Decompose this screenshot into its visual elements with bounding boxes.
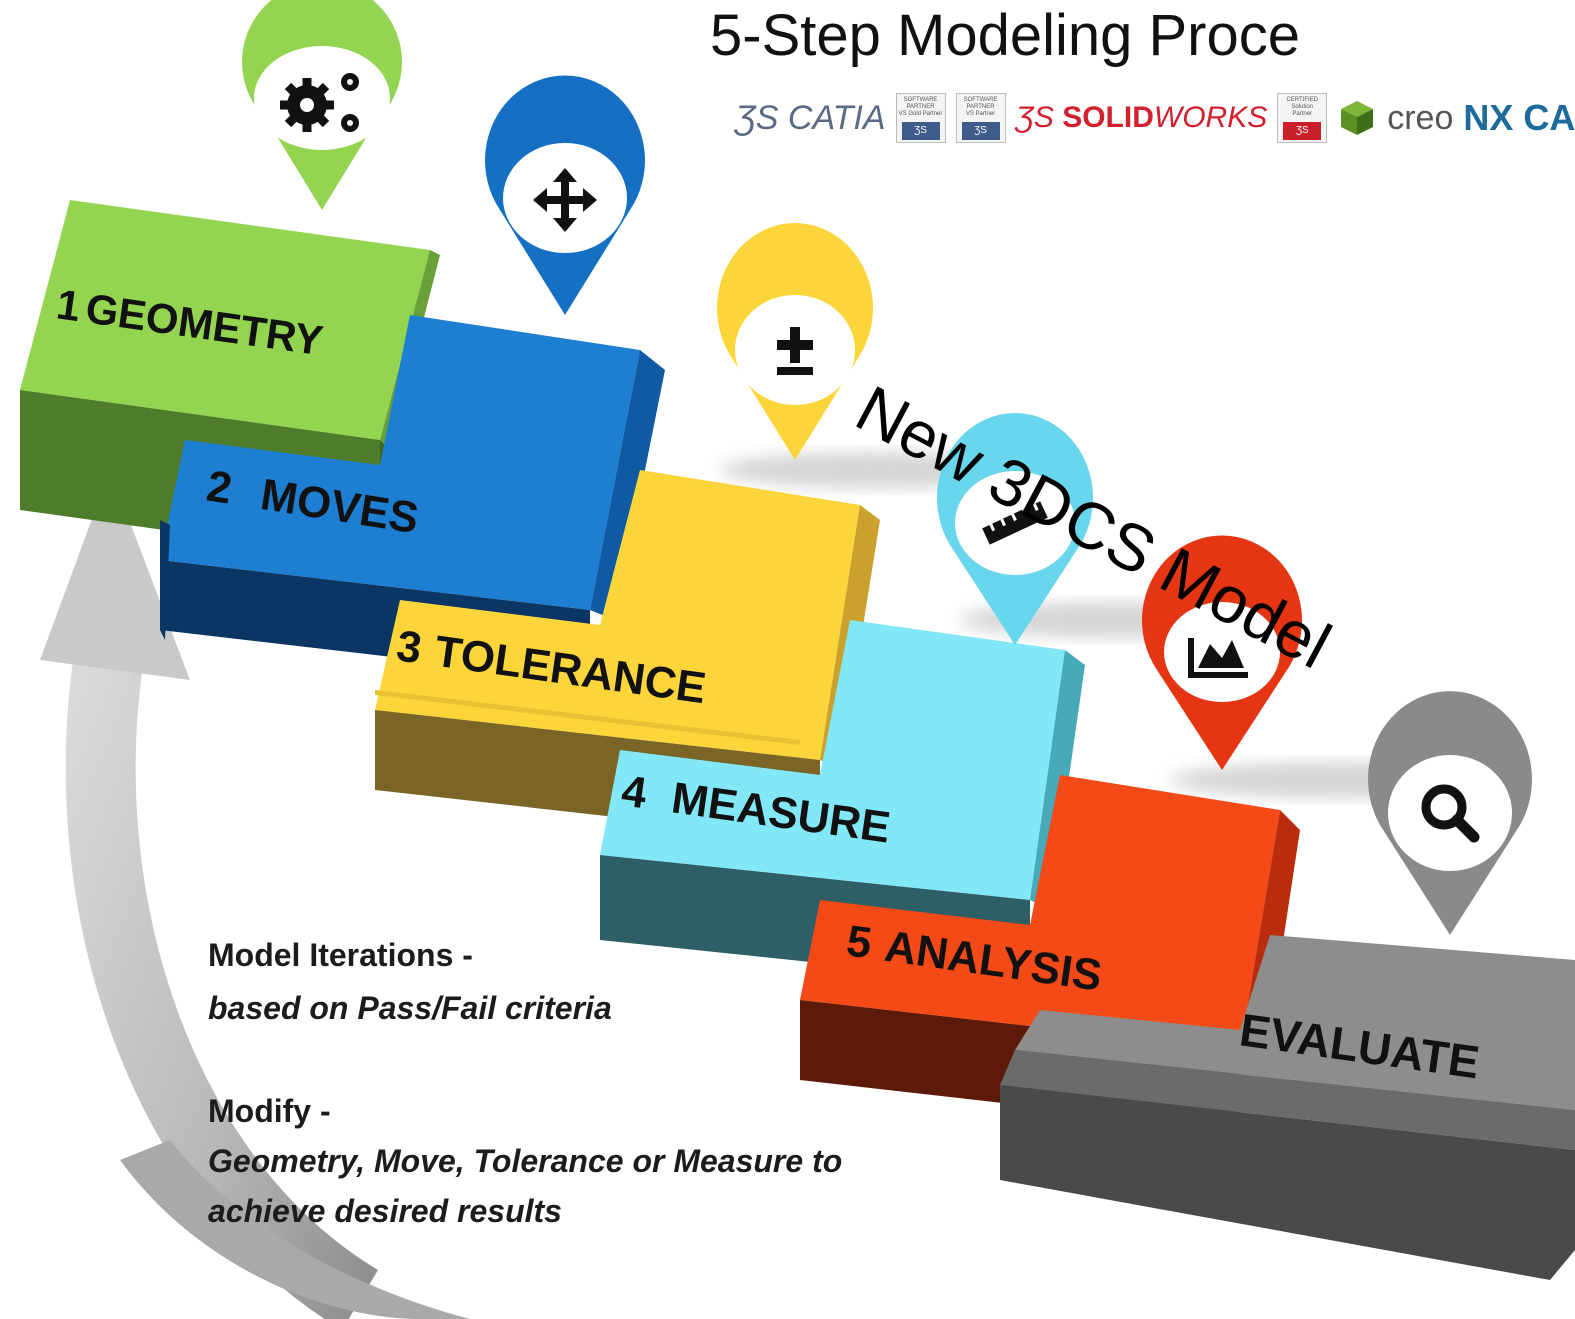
iterations-text: based on Pass/Fail criteria bbox=[208, 990, 612, 1026]
creo-cube-icon bbox=[1341, 101, 1374, 135]
pin-evaluate bbox=[1368, 691, 1532, 935]
creo-logo: creo bbox=[1387, 98, 1454, 137]
ruler-icon bbox=[982, 501, 1048, 545]
plus-minus-icon bbox=[777, 327, 813, 375]
iterations-title: Model Iterations - bbox=[208, 937, 473, 973]
pin-measure bbox=[937, 413, 1093, 645]
pin-analysis bbox=[1142, 535, 1302, 770]
iteration-arrow bbox=[40, 470, 470, 1319]
nx-cad-logo: NX CA bbox=[1463, 97, 1575, 138]
gears-icon bbox=[280, 73, 359, 132]
pin-moves bbox=[485, 75, 645, 315]
area-chart-icon bbox=[1188, 638, 1248, 678]
pin-tolerance bbox=[717, 223, 873, 460]
modify-line-2: achieve desired results bbox=[208, 1193, 562, 1229]
step-evaluate bbox=[1000, 935, 1575, 1280]
magnifier-icon bbox=[1421, 784, 1480, 843]
move-arrows-icon bbox=[533, 168, 597, 232]
pin-geometry bbox=[242, 0, 402, 210]
modify-line-1: Geometry, Move, Tolerance or Measure to bbox=[208, 1143, 843, 1179]
solidworks-logo: ƷS SOLIDWORKS bbox=[1015, 101, 1268, 134]
page-title: 5-Step Modeling Proce bbox=[710, 3, 1300, 68]
modify-title: Modify - bbox=[208, 1093, 331, 1129]
catia-logo: ƷS CATIA bbox=[735, 98, 886, 137]
